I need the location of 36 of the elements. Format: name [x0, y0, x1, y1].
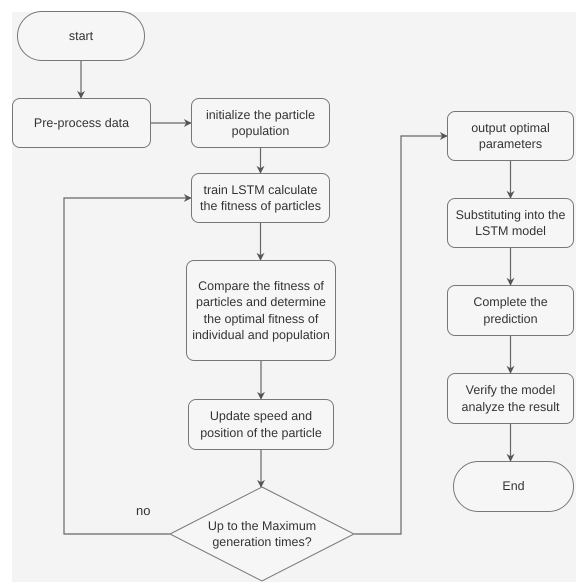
process-box [447, 285, 574, 336]
arrow [506, 161, 514, 199]
step-text: Update speed and position of the particle [199, 408, 323, 441]
decision-text: Up to the Maximum generation times? [206, 518, 318, 550]
arrow [63, 194, 192, 535]
arrow [506, 248, 514, 286]
arrow [256, 148, 264, 174]
arrow [256, 223, 264, 261]
step-text: Complete the prediction [472, 294, 549, 327]
step-text: output optimal parameters [470, 120, 551, 152]
step-text: train LSTM calculate the fitness of particles [199, 182, 322, 214]
arrow [257, 361, 265, 400]
step-text: Verify the model analyze the result [460, 382, 560, 415]
process-box [12, 98, 151, 148]
process-box [188, 399, 334, 450]
arrow [354, 132, 448, 535]
process-box [447, 373, 574, 424]
arrow [77, 61, 85, 99]
decision-diamond [170, 487, 354, 581]
arrow [506, 424, 514, 462]
process-box [447, 111, 574, 161]
step-text: start [68, 28, 94, 44]
step-text: initialize the particle population [204, 106, 316, 140]
arrow [151, 119, 192, 127]
step-text: End [502, 478, 525, 495]
process-box [186, 260, 336, 361]
process-box [191, 173, 330, 223]
arrow [257, 450, 265, 488]
process-box [447, 198, 574, 248]
terminal-shape [453, 461, 574, 512]
step-text: Compare the fitness of particles and determine the optimal fitness of individual and population [191, 278, 331, 343]
process-box [191, 98, 330, 148]
step-text: Substituting into the LSTM model [454, 206, 566, 240]
terminal-shape [17, 11, 145, 61]
arrow [506, 336, 514, 374]
step-text: Pre-process data [34, 114, 130, 132]
